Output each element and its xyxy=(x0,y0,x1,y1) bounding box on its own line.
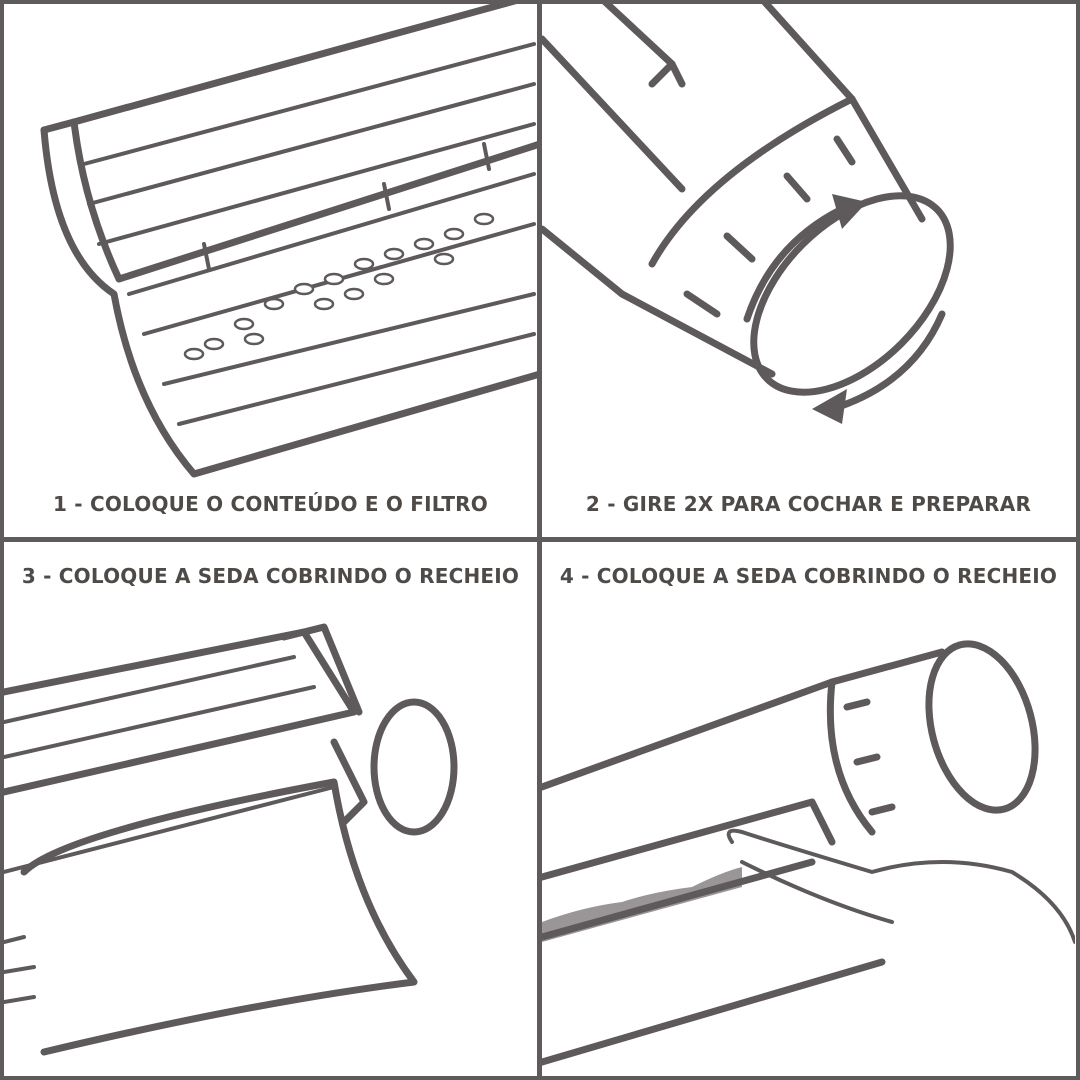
finger-press-illustration xyxy=(542,640,1075,1066)
step-2-caption: 2 - GIRE 2X PARA COCHAR E PREPARAR xyxy=(585,492,1032,516)
open-roller-illustration xyxy=(40,4,537,478)
step-4-panel: 4 - COLOQUE A SEDA COBRINDO O RECHEIO xyxy=(542,542,1075,1075)
step-1-caption: 1 - COLOQUE O CONTEÚDO E O FILTRO xyxy=(53,492,488,516)
paper-insert-illustration xyxy=(4,623,458,1056)
step-3-caption: 3 - COLOQUE A SEDA COBRINDO O RECHEIO xyxy=(21,564,520,588)
step-4-caption: 4 - COLOQUE A SEDA COBRINDO O RECHEIO xyxy=(559,564,1058,588)
step-1-panel: 1 - COLOQUE O CONTEÚDO E O FILTRO xyxy=(4,4,537,537)
step-2-panel: 2 - GIRE 2X PARA COCHAR E PREPARAR xyxy=(542,4,1075,537)
step-3-panel: 3 - COLOQUE A SEDA COBRINDO O RECHEIO xyxy=(4,542,537,1075)
horizontal-divider xyxy=(0,537,1080,542)
rotate-roller-illustration xyxy=(542,4,954,424)
